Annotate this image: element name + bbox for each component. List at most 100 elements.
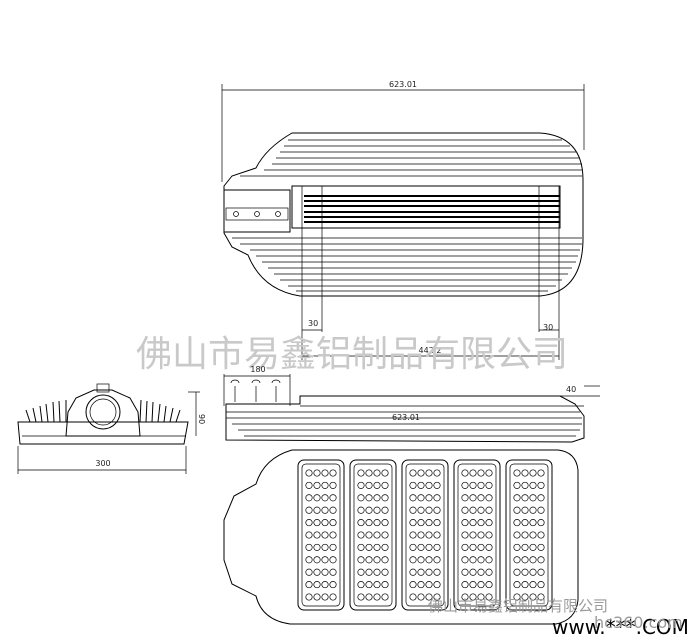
led-lens — [329, 581, 337, 589]
led-lens — [357, 556, 365, 564]
led-lens — [373, 519, 381, 527]
led-lens — [433, 506, 441, 514]
led-module — [401, 459, 449, 611]
led-lens — [313, 556, 321, 564]
led-lens — [321, 556, 329, 564]
led-lens — [381, 494, 389, 502]
led-lens — [329, 469, 337, 477]
led-lens — [373, 481, 381, 489]
led-lens — [513, 581, 521, 589]
led-lens — [461, 519, 469, 527]
led-lens — [321, 494, 329, 502]
led-lens — [469, 469, 477, 477]
led-lens — [485, 506, 493, 514]
led-lens — [381, 506, 389, 514]
profile-width-label: 300 — [95, 459, 110, 468]
led-module — [297, 459, 345, 611]
led-lens — [537, 543, 545, 551]
led-lens — [425, 494, 433, 502]
led-module — [505, 459, 553, 611]
led-lens — [329, 543, 337, 551]
led-lens — [477, 519, 485, 527]
led-lens — [433, 593, 441, 601]
led-lens — [461, 469, 469, 477]
led-lens — [513, 506, 521, 514]
led-lens — [521, 481, 529, 489]
led-lens — [425, 593, 433, 601]
led-lens — [329, 593, 337, 601]
inner-width-dimension: 30 30 442.2 — [301, 186, 560, 360]
led-lens — [409, 531, 417, 539]
led-lens — [537, 481, 545, 489]
led-lens — [409, 581, 417, 589]
led-lens — [537, 519, 545, 527]
site-overlay: hc360.com — [594, 613, 683, 632]
led-lens — [537, 506, 545, 514]
led-lens — [321, 531, 329, 539]
led-lens — [513, 494, 521, 502]
led-lens — [477, 543, 485, 551]
led-lens — [513, 469, 521, 477]
led-lens — [433, 481, 441, 489]
led-lens — [461, 506, 469, 514]
led-lens — [537, 581, 545, 589]
led-module — [349, 459, 397, 611]
led-lens — [461, 581, 469, 589]
led-lens — [417, 568, 425, 576]
led-lens — [365, 506, 373, 514]
led-lens — [513, 593, 521, 601]
led-lens — [417, 531, 425, 539]
led-lens — [477, 556, 485, 564]
led-lens — [373, 556, 381, 564]
led-lens — [521, 506, 529, 514]
led-lens — [357, 531, 365, 539]
led-lens — [537, 494, 545, 502]
led-lens — [381, 469, 389, 477]
led-lens — [425, 481, 433, 489]
led-lens — [313, 506, 321, 514]
led-lens — [365, 481, 373, 489]
led-lens — [373, 506, 381, 514]
led-lens — [537, 568, 545, 576]
led-lens — [365, 581, 373, 589]
led-lens — [373, 531, 381, 539]
led-lens — [477, 593, 485, 601]
led-lens — [513, 519, 521, 527]
top-length-label: 623.01 — [389, 80, 417, 89]
led-lens — [357, 481, 365, 489]
led-lens — [417, 494, 425, 502]
led-lens — [461, 481, 469, 489]
led-lens — [357, 593, 365, 601]
led-lens — [365, 519, 373, 527]
led-lens — [313, 494, 321, 502]
profile-fins-left — [25, 400, 67, 423]
clamp-width-label: 180 — [250, 365, 265, 374]
led-lens — [313, 531, 321, 539]
led-module — [453, 459, 501, 611]
led-lens — [329, 519, 337, 527]
led-lens — [373, 494, 381, 502]
led-lens — [469, 519, 477, 527]
top-body-outline — [223, 132, 584, 297]
led-lens — [513, 481, 521, 489]
top-length-dimension: 623.01 — [221, 80, 585, 182]
led-lens — [417, 519, 425, 527]
led-lens — [417, 506, 425, 514]
led-lens — [357, 519, 365, 527]
led-lens — [425, 556, 433, 564]
led-lens — [381, 593, 389, 601]
profile-fins-right — [139, 399, 181, 423]
led-lens — [461, 543, 469, 551]
led-lens — [461, 556, 469, 564]
led-lens — [305, 531, 313, 539]
led-lens — [409, 556, 417, 564]
led-lens — [365, 556, 373, 564]
led-lens — [357, 543, 365, 551]
led-lens — [381, 519, 389, 527]
led-lens — [513, 531, 521, 539]
led-lens — [529, 506, 537, 514]
led-lens — [357, 506, 365, 514]
led-lens — [373, 568, 381, 576]
led-lens — [305, 568, 313, 576]
led-lens — [313, 593, 321, 601]
